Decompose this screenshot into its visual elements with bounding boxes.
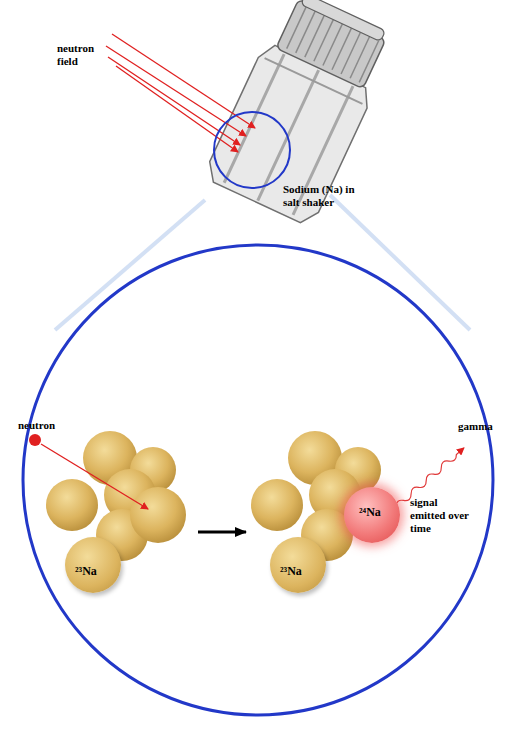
activated-nucleus: ²⁴Na: [344, 487, 400, 543]
neutron-field-arrows: [106, 34, 255, 152]
magnified-view-circle: [23, 245, 493, 715]
isotope-label: ²⁴Na: [359, 505, 381, 520]
annotation-label: neutron: [18, 419, 78, 432]
sodium-nucleus: ²³Na: [65, 537, 121, 593]
isotope-label: ²³Na: [75, 564, 97, 579]
reaction-arrow: [198, 531, 246, 534]
focus-circle: [214, 112, 290, 188]
atom-cluster: [46, 431, 186, 561]
annotation-label: gamma: [458, 420, 508, 433]
isotope-label: ²³Na: [280, 564, 302, 579]
sodium-nucleus: ²³Na: [270, 537, 326, 593]
neutron-particle: [29, 434, 41, 446]
annotation-label: neutron field: [57, 42, 107, 68]
annotation-label: Sodium (Na) in salt shaker: [283, 183, 373, 209]
annotation-label: signal emitted over time: [410, 496, 474, 535]
salt-shaker: [203, 0, 401, 228]
neutron-path: [41, 444, 148, 509]
